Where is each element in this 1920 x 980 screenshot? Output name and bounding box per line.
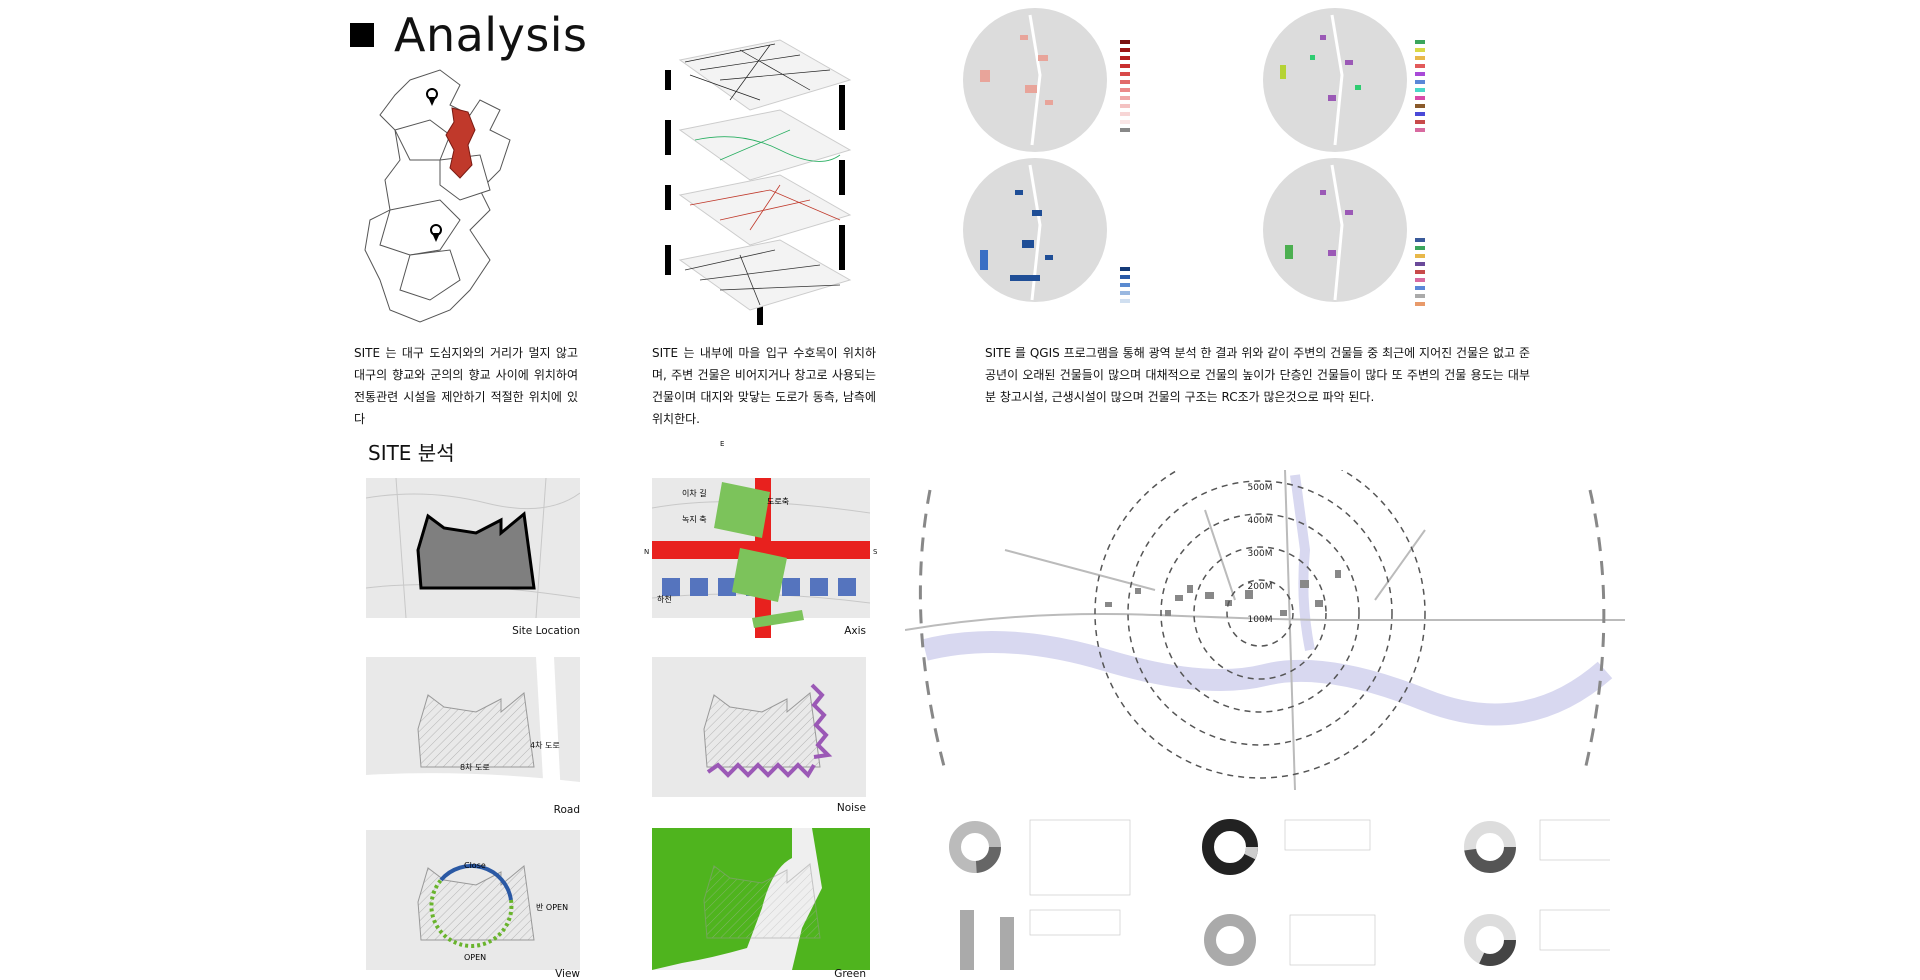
noise-line-east [810,683,833,759]
title-square-icon [350,23,374,47]
description-site-surroundings: SITE 는 내부에 마을 입구 수호목이 위치하며, 주변 건물은 비어지거나… [652,346,876,426]
page-title-text: Analysis [394,8,588,62]
site-analysis-heading: SITE 분석 [368,441,455,465]
panel-site-location [366,478,580,618]
description-site-location: SITE 는 대구 도심지와의 거리가 멀지 않고 대구의 향교와 군의의 향교… [354,346,578,426]
caption-road: Road [553,804,580,816]
location-pin-icon-2 [430,224,442,242]
noise-line-south [706,762,816,779]
description-qgis-analysis: SITE 를 QGIS 프로그램을 통해 광역 분석 한 결과 위와 같이 주변… [985,346,1530,404]
site-outline [416,511,536,590]
river-path [922,631,1613,726]
view-half-open-label: 반 OPEN [536,903,568,912]
qgis-map-year [963,8,1130,152]
location-pin-icon [426,88,438,106]
qgis-map-use [1263,158,1425,306]
panel-noise [652,657,866,797]
axis-green-block-3 [752,610,804,628]
ring-label-400m: 400M [1248,516,1273,526]
layer-exploded-diagram [665,39,852,325]
qgis-analysis-maps [963,8,1425,306]
axis-green-block-2 [732,548,787,602]
compass-e: E [720,440,725,448]
region-location-map [364,69,511,323]
ring-label-100m: 100M [1248,615,1273,625]
site-region-highlight [445,107,476,179]
qgis-map-height [963,158,1130,303]
compass-s: S [873,548,878,556]
road-label-south: 8차 도로 [460,763,490,772]
ring-label-500m: 500M [1248,483,1273,493]
caption-axis: Axis [844,625,866,637]
axis-label-3: 도로축 [767,497,789,506]
qgis-map-structure [1263,8,1425,152]
panel-axis: 이차 길 녹지 축 도로축 하천 [651,478,871,638]
axis-label-1: 이차 길 [682,488,707,498]
view-open-arc [429,878,514,948]
ring-label-200m: 200M [1248,582,1273,592]
caption-view: View [555,968,580,980]
axis-label-2: 녹지 축 [682,515,707,524]
page-title: Analysis [350,8,588,62]
panel-view: Close OPEN 반 OPEN [366,830,580,970]
compass-n: N [644,548,650,556]
axis-green-block-1 [714,482,770,538]
statistics-panels [949,819,1610,970]
view-open-label: OPEN [464,953,486,962]
road-label-east: 4차 도로 [530,741,560,750]
caption-site-location: Site Location [512,625,580,637]
radius-context-map: 500M 400M 300M 200M 100M [905,470,1625,790]
axis-river-dashed [662,578,856,596]
caption-noise: Noise [836,802,866,814]
view-close-arc [439,863,513,901]
caption-green: Green [834,968,866,980]
panel-green [652,828,870,970]
panel-road [366,657,580,797]
axis-label-4: 하천 [657,594,672,604]
view-close-label: Close [464,861,486,870]
ring-label-300m: 300M [1248,549,1273,559]
